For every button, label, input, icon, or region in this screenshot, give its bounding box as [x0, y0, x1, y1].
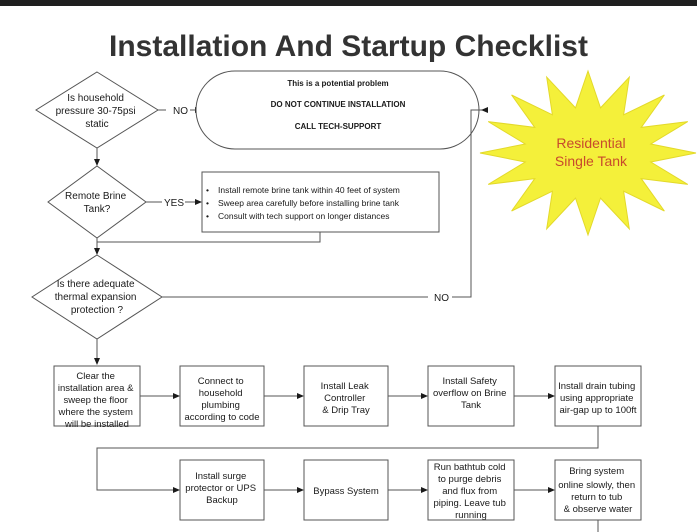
- step-connect-plumbing: [179, 365, 265, 427]
- arrowhead: [421, 487, 428, 493]
- step-clear-area: [53, 365, 141, 427]
- label-no-pressure: NO: [173, 106, 188, 117]
- brine-note-3: Consult with tech support on longer dist…: [218, 211, 390, 221]
- label-yes: YES: [164, 198, 184, 209]
- step-connect-plumbing-text: Connect to household plumbing according …: [185, 376, 260, 423]
- step-surge-protector: [179, 459, 265, 521]
- step-drain-tubing: [554, 365, 642, 427]
- step-run-bathtub-text: Run bathtub cold to purge debris and flu…: [433, 462, 508, 521]
- arrowhead: [173, 393, 180, 399]
- step-bring-online-text: Bring system online slowly, then return …: [558, 466, 638, 515]
- step-bypass-system: [303, 459, 389, 521]
- connector-row1-row2: [96, 426, 599, 491]
- decision-brine: [47, 165, 147, 239]
- step-bring-online: [554, 459, 642, 521]
- burst-line-2: Single Tank: [555, 153, 628, 169]
- arrowhead: [297, 487, 304, 493]
- arrowhead: [195, 199, 202, 205]
- arrowhead: [173, 487, 180, 493]
- residential-burst: [479, 69, 697, 237]
- arrowhead: [481, 107, 488, 113]
- step-bypass-system-text: Bypass System: [313, 486, 379, 497]
- brine-notes-box: [201, 171, 440, 233]
- arrowhead: [94, 159, 100, 166]
- problem-line-2: DO NOT CONTINUE INSTALLATION: [271, 100, 406, 109]
- bullet: •: [206, 211, 209, 221]
- arrowhead: [94, 358, 100, 365]
- label-no-thermal: NO: [434, 293, 449, 304]
- brine-note-1: Install remote brine tank within 40 feet…: [218, 185, 400, 195]
- arrowhead: [548, 393, 555, 399]
- connector-notes-merge: [97, 232, 321, 243]
- arrowhead: [297, 393, 304, 399]
- step-clear-area-text: Clear the installation area & sweep the …: [57, 371, 136, 430]
- step-leak-controller: [303, 365, 389, 427]
- arrowhead: [421, 393, 428, 399]
- arrowhead: [548, 487, 555, 493]
- brine-notes-list: • Install remote brine tank within 40 fe…: [206, 185, 400, 221]
- problem-line-3: CALL TECH-SUPPORT: [295, 122, 382, 131]
- arrowhead: [94, 248, 100, 255]
- step-safety-overflow-text: Install Safety overflow on Brine Tank: [433, 376, 509, 411]
- problem-terminator: [195, 70, 480, 150]
- bullet: •: [206, 198, 209, 208]
- brine-note-2: Sweep area carefully before installing b…: [218, 198, 400, 208]
- problem-line-1: This is a potential problem: [287, 79, 388, 88]
- step-drain-tubing-text: Install drain tubing using appropriate a…: [558, 381, 638, 416]
- bullet: •: [206, 185, 209, 195]
- step-surge-protector-text: Install surge protector or UPS Backup: [185, 471, 258, 506]
- burst-line-1: Residential: [556, 135, 625, 151]
- top-rule: [0, 0, 697, 6]
- step-safety-overflow: [427, 365, 515, 427]
- decision-brine-text: Remote Brine Tank?: [65, 191, 129, 215]
- connector-thermal-no-b: [452, 109, 488, 298]
- decision-pressure-text: Is household pressure 30-75psi static: [56, 93, 139, 130]
- step-leak-controller-text: Install Leak Controller & Drip Tray: [321, 381, 372, 416]
- decision-thermal-text: Is there adequate thermal expansion prot…: [55, 279, 140, 316]
- page-title: Installation And Startup Checklist: [109, 30, 588, 63]
